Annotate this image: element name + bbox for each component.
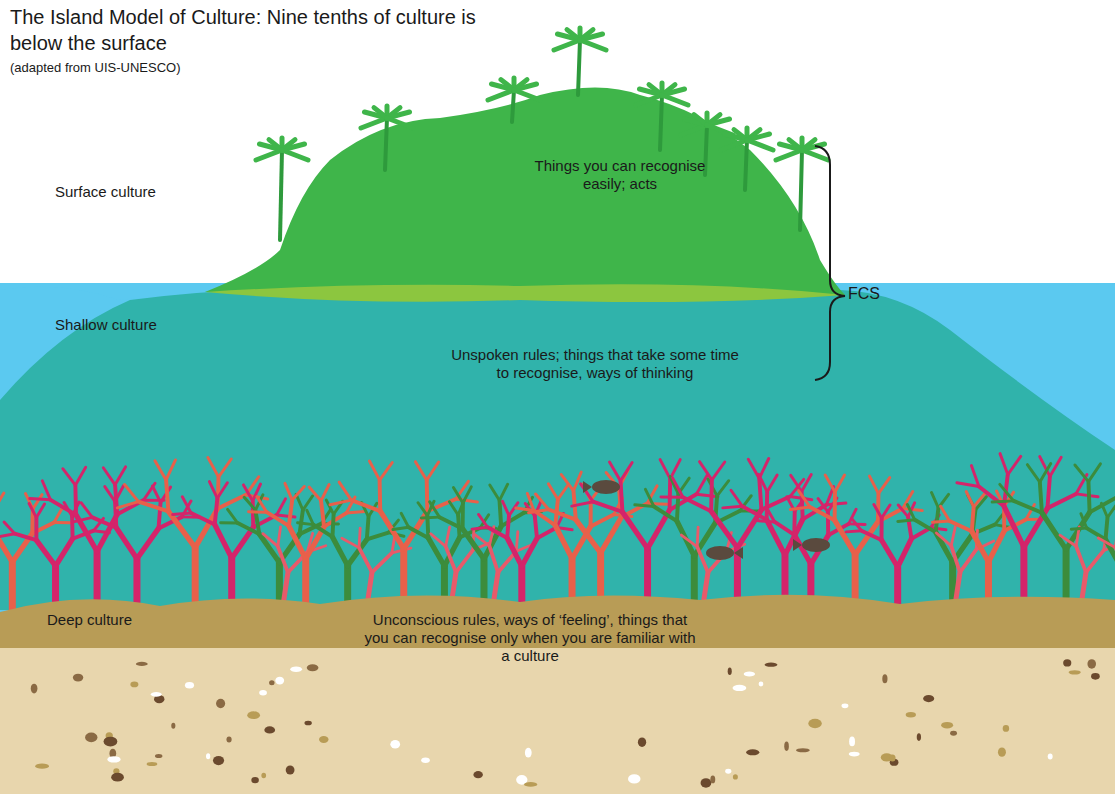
bracket-label: FCS — [848, 284, 880, 303]
layer-name: Deep culture — [47, 611, 132, 629]
island-rim — [205, 284, 845, 302]
diagram-title: The Island Model of Culture: Nine tenths… — [10, 4, 530, 56]
layer-description: Unconscious rules, ways of ‘feeling’, th… — [360, 611, 700, 665]
culture-layer: Deep culture Unconscious rules, ways of ‘… — [0, 600, 1115, 794]
palm-trees — [256, 28, 828, 240]
sea — [0, 283, 1115, 794]
culture-layer: Surface culture Things you can recognise … — [0, 80, 850, 300]
sand — [0, 648, 1115, 794]
diagram-caption: (adapted from UIS-UNESCO) — [10, 60, 181, 76]
fish — [583, 480, 830, 560]
seabed — [0, 595, 1115, 794]
coral — [0, 454, 1115, 612]
layer-name: Shallow culture — [55, 316, 157, 334]
pebbles — [31, 659, 1100, 788]
fcs-bracket — [815, 146, 845, 380]
layer-description: Things you can recognise easily; acts — [520, 157, 720, 193]
culture-layer: Shallow cultureUnspoken rules; things th… — [0, 300, 1115, 460]
underwater-slope — [0, 290, 1115, 610]
island — [205, 88, 845, 296]
layer-description: Unspoken rules; things that take some ti… — [445, 346, 745, 382]
sea-surface — [0, 283, 1115, 794]
layer-name: Surface culture — [55, 183, 156, 201]
